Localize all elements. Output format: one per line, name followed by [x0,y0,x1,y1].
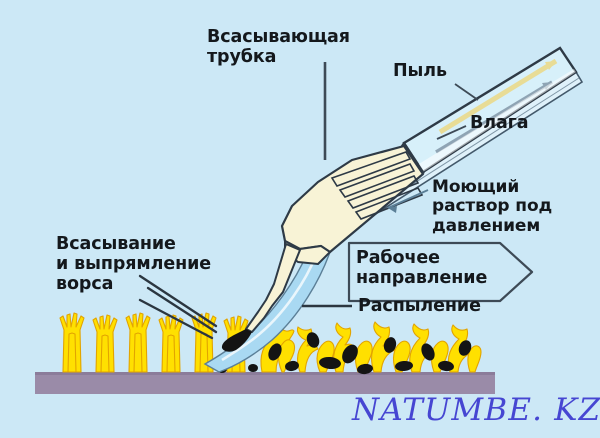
leader-cleaning-solution [387,189,429,213]
label-suction-and-pile: Всасывание и выпрямление ворса [56,234,212,294]
site-watermark: NATUMBE. KZ [352,392,600,428]
pile-tufts-clean [59,312,249,373]
label-dust: Пыль [393,61,447,81]
working-direction-arrow-box [347,241,534,303]
label-working-direction: Рабочее направление [356,248,488,288]
label-suction-tube: Всасывающая трубка [207,27,350,67]
leader-dust [454,83,479,101]
carpet-backing-top-edge [35,372,495,375]
suction-tube-inner-flow [411,58,576,172]
leader-moisture [436,125,467,140]
spray-stream [203,242,331,373]
label-cleaning-solution: Моющий раствор под давлением [432,177,553,236]
label-spraying: Распыление [358,296,481,316]
nozzle-internal-channels [330,151,424,220]
dust-flow-arrow [438,58,558,135]
carpet-backing [35,372,495,394]
leader-suction-and-pile [138,274,218,340]
label-moisture: Влага [470,113,529,133]
spray-stream-highlight [221,249,320,362]
suction-mouth-tip [221,329,252,352]
